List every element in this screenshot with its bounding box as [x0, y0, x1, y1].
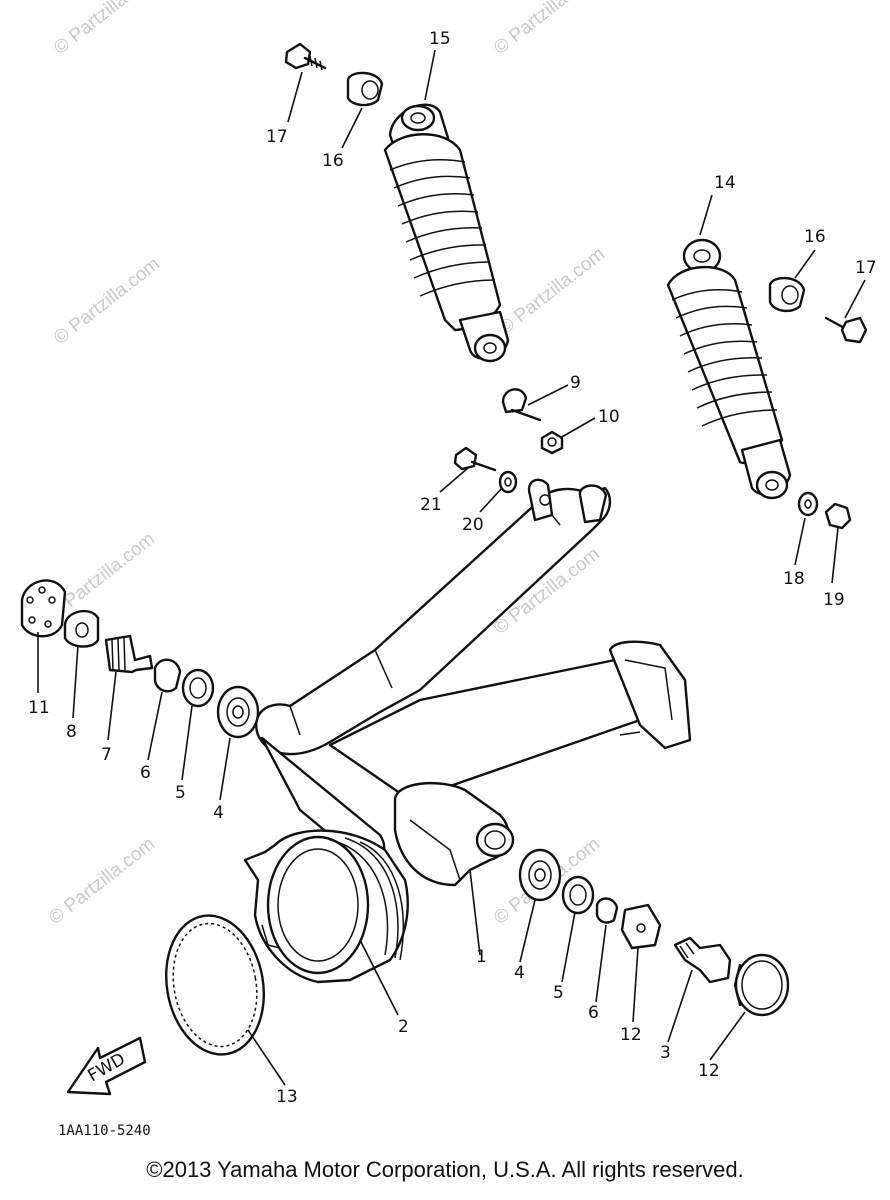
callout-2: 2 [398, 1017, 409, 1037]
callout-6-left: 6 [140, 763, 151, 783]
callout-18: 18 [783, 569, 805, 589]
callout-labels: 15 14 17 16 16 17 9 10 21 20 18 19 11 8 … [28, 29, 877, 1107]
watermark-group: © Partzilla.com © Partzilla.com © Partzi… [45, 0, 609, 929]
left-bearing-stack [20, 579, 260, 739]
callout-11: 12 [620, 1025, 642, 1045]
callout-6-right: 6 [588, 1003, 599, 1023]
callout-20: 20 [462, 515, 484, 535]
hardware-top [284, 42, 868, 530]
callout-8: 8 [66, 722, 77, 742]
callout-16-left: 16 [322, 151, 344, 171]
gear-case [243, 829, 409, 984]
callout-5-left: 5 [175, 783, 186, 803]
callout-12-right: 12 [698, 1061, 720, 1081]
watermark: © Partzilla.com [45, 834, 159, 929]
gasket-ring [164, 914, 266, 1056]
callout-10: 10 [598, 407, 620, 427]
callout-15: 15 [429, 29, 451, 49]
callout-14: 14 [714, 173, 736, 193]
right-bearing-stack [518, 848, 790, 1017]
copyright-notice: ©2013 Yamaha Motor Corporation, U.S.A. A… [146, 1157, 744, 1182]
callout-13: 13 [276, 1087, 298, 1107]
callout-19: 19 [823, 590, 845, 610]
fwd-arrow: FWD [66, 1036, 147, 1096]
leader-lines [37, 49, 866, 1086]
watermark: © Partzilla.com [50, 254, 164, 349]
callout-17-right: 17 [855, 258, 877, 278]
callout-21: 21 [420, 495, 442, 515]
callout-4-left: 4 [213, 803, 224, 823]
callout-12-left: 11 [28, 698, 50, 718]
diagram-code: 1AA110-5240 [58, 1123, 151, 1139]
callout-9: 9 [570, 373, 581, 393]
callout-16-right: 16 [804, 227, 826, 247]
shock-absorber-right [666, 238, 792, 500]
callout-17-left: 17 [266, 127, 288, 147]
callout-7: 7 [101, 745, 112, 765]
callout-3: 3 [660, 1043, 671, 1063]
watermark: © Partzilla.com [495, 244, 609, 339]
callout-5-right: 5 [553, 983, 564, 1003]
swing-arm [255, 478, 692, 887]
watermark: © Partzilla.com [50, 0, 164, 59]
shock-absorber-left [383, 103, 510, 363]
callout-4-right: 4 [514, 963, 525, 983]
watermark: © Partzilla.com [490, 0, 604, 59]
callout-1: 1 [476, 947, 487, 967]
